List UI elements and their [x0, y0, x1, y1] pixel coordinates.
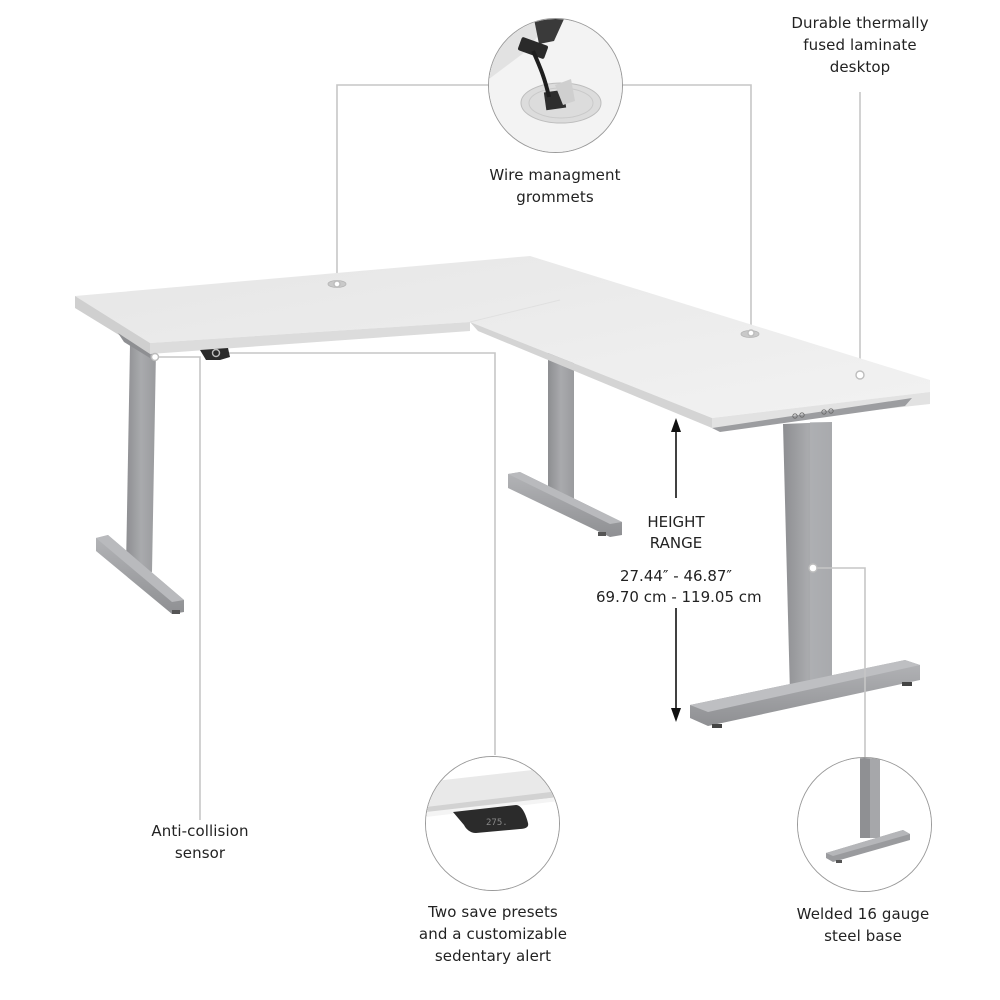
grommet-closeup-image — [489, 19, 622, 152]
leader-line-steel-base — [813, 567, 866, 757]
height-range-dimensions: 27.44″ - 46.87″ 69.70 cm - 119.05 cm — [596, 566, 762, 608]
desktop-label-line-2: fused laminate — [803, 36, 917, 54]
anchor-points — [150, 280, 865, 573]
steel-base-closeup — [797, 757, 932, 892]
leader-line-anti-collision — [155, 356, 201, 820]
desktop-label-line-3: desktop — [829, 58, 891, 76]
height-range-metric: 69.70 cm - 119.05 cm — [596, 588, 762, 606]
presets-callout-label: Two save presets and a customizable sede… — [405, 901, 581, 967]
anti-collision-label-line-1: Anti-collision — [151, 822, 249, 840]
keypad-display: 275. — [486, 818, 508, 828]
leader-lines — [155, 84, 861, 820]
height-range-title-line-1: HEIGHT — [647, 513, 705, 531]
anti-collision-label-line-2: sensor — [174, 844, 226, 862]
presets-label-line-2: and a customizable — [418, 925, 568, 943]
height-range-title-line-2: RANGE — [649, 534, 703, 552]
keypad-closeup: 275. — [425, 756, 560, 891]
desktop-callout-label: Durable thermally fused laminate desktop — [780, 12, 940, 78]
leader-line-grommet-right — [622, 84, 752, 330]
grommets-callout-label: Wire managment grommets — [475, 164, 635, 208]
height-range-arrows — [671, 418, 681, 722]
steel-base-label-line-1: Welded 16 gauge — [796, 905, 930, 923]
presets-label-line-1: Two save presets — [428, 903, 558, 921]
height-range-title: HEIGHT RANGE — [596, 512, 756, 554]
steel-base-callout-label: Welded 16 gauge steel base — [783, 903, 943, 947]
keypad — [200, 348, 230, 360]
leader-line-presets — [218, 352, 496, 755]
grommet-closeup — [488, 18, 623, 153]
anti-collision-callout-label: Anti-collision sensor — [120, 820, 280, 864]
height-range-imperial: 27.44″ - 46.87″ — [619, 567, 733, 585]
leader-line-grommet-left — [336, 84, 488, 283]
desktop-label-line-1: Durable thermally — [791, 14, 929, 32]
steel-leg-closeup-image — [798, 758, 931, 891]
grommets-label-line-2: grommets — [516, 188, 594, 206]
left-leg — [96, 345, 184, 614]
front-right-leg — [690, 422, 920, 728]
keypad-closeup-image: 275. — [426, 757, 559, 890]
middle-leg — [508, 352, 622, 537]
steel-base-label-line-2: steel base — [824, 927, 902, 945]
height-range-callout: HEIGHT RANGE 27.44″ - 46.87″ 69.70 cm - … — [596, 512, 762, 608]
grommets-label-line-1: Wire managment — [489, 166, 621, 184]
desktop-surface — [75, 256, 930, 432]
presets-label-line-3: sedentary alert — [434, 947, 552, 965]
